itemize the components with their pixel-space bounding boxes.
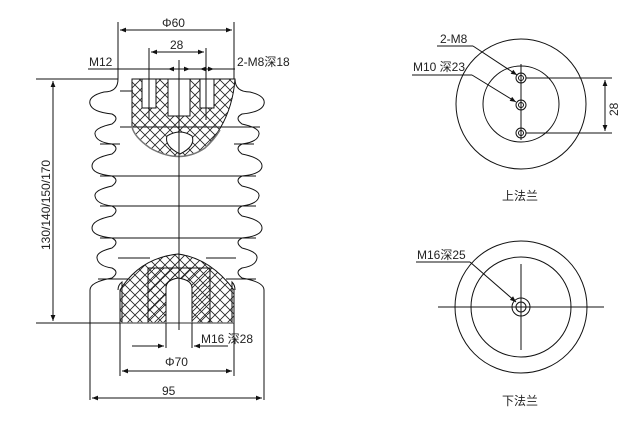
upper-flange-caption: 上法兰 [502,189,538,203]
upper-spacing-label: 28 [607,102,621,116]
bottom-thread-label: M16 深28 [201,332,253,346]
insulator-body [89,78,265,400]
top-insert-section [131,78,236,158]
dimensions: Φ60 28 M12 2-M8深18 130/140/150/170 M16 深… [36,16,290,401]
side-holes-label: 2-M8深18 [237,55,290,69]
bottom-insert-section [119,253,235,324]
lower-thread-label: M16深25 [417,248,466,262]
height-label: 130/140/150/170 [39,160,53,250]
lower-flange-caption: 下法兰 [502,394,538,408]
upper-flange-view: 2-M8 M10 深23 28 上法兰 [412,32,621,203]
top-diameter-label: Φ60 [162,16,185,30]
upper-holes-label: 2-M8 [440,32,468,46]
upper-center-label: M10 深23 [413,60,465,74]
center-thread-label: M12 [89,55,113,69]
bottom-diameter-label: Φ70 [165,355,188,369]
overall-diameter-label: 95 [162,384,176,398]
top-spacing-label: 28 [170,38,184,52]
lower-flange-view: M16深25 下法兰 [416,240,604,408]
